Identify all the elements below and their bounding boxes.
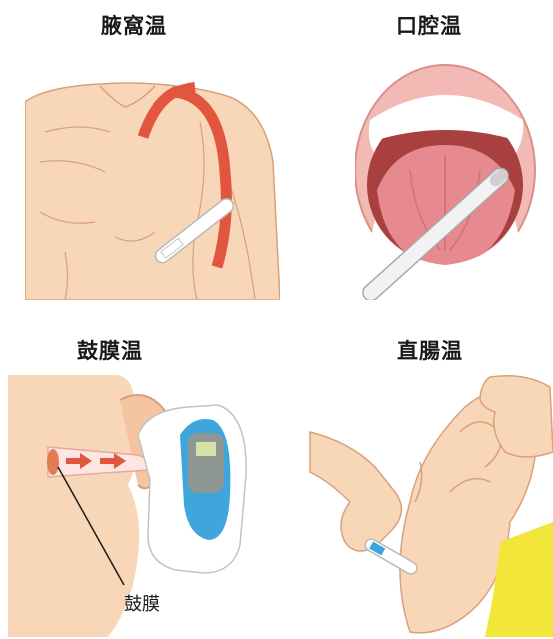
head-shape — [8, 375, 139, 637]
title-axillary: 腋窩温 — [101, 10, 167, 40]
eardrum — [47, 449, 59, 475]
title-tympanic: 鼓膜温 — [77, 335, 143, 365]
title-rectal: 直腸温 — [397, 335, 463, 365]
eardrum-callout-label: 鼓膜 — [124, 590, 160, 616]
caregiver-arm — [310, 432, 401, 551]
rectal-illustration — [300, 372, 553, 637]
title-oral: 口腔温 — [396, 10, 462, 40]
axillary-illustration — [25, 62, 280, 300]
oral-illustration — [355, 50, 545, 300]
ear-thermometer-icon — [138, 405, 246, 573]
